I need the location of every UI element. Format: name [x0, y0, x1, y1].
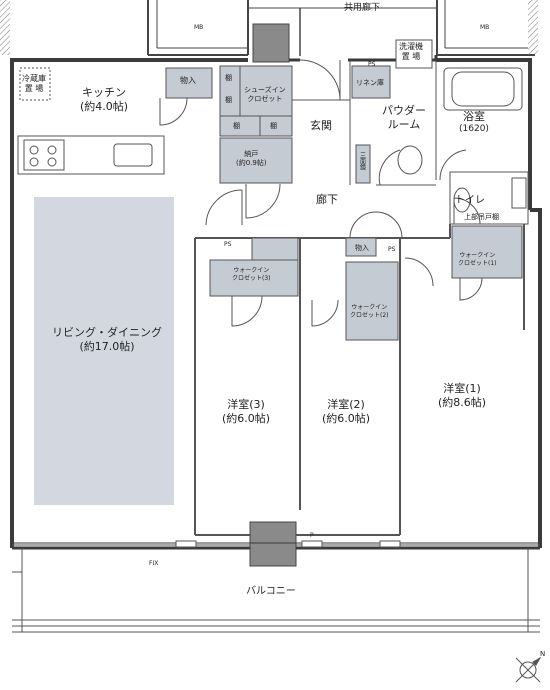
shelf-label-1: 棚 [225, 74, 232, 82]
room2-label: 洋室(2)(約6.0帖) [322, 398, 371, 425]
entrance-lines [292, 59, 351, 185]
room-doors [231, 257, 483, 327]
living-floor-tint [34, 197, 174, 505]
toilet-label: トイレ [455, 195, 485, 206]
balcony [12, 548, 540, 633]
fix-label: FIX [149, 560, 159, 567]
entrance-label: 玄関 [310, 119, 332, 132]
hallway-label: 廊下 [316, 193, 338, 206]
kitchen-label: キッチン(約4.0帖) [80, 86, 129, 113]
upper-cabinet-label: 上部吊戸棚 [464, 213, 499, 221]
wic-blocks [209, 225, 523, 341]
pillar-top [252, 23, 290, 63]
mb-right-label: MB [480, 24, 490, 31]
shoe-closet-block [219, 65, 293, 184]
corridor-label: 共用廊下 [344, 3, 381, 13]
kitchen-fixtures [17, 67, 213, 175]
room3-label: 洋室(3)(約6.0帖) [222, 398, 271, 425]
laundry-label: 洗濯機置 場 [399, 42, 423, 61]
nando-label: 納戸(約0.9帖) [236, 150, 267, 167]
fridge-label: 冷蔵庫置 場 [22, 74, 46, 93]
compass-icon [515, 656, 542, 683]
ps-mid-left-label: PS [224, 241, 232, 248]
ps-mid-right-label: PS [388, 246, 396, 253]
ps-top-label: PS [368, 61, 376, 68]
shelf-label-2: 棚 [225, 96, 232, 104]
shelf-label-3: 棚 [233, 122, 240, 130]
living-dining-label: リビング・ダイニング(約17.0帖) [52, 326, 162, 353]
powder-room-label: パウダールーム [382, 104, 426, 131]
three-mirror-label: 三面鏡 [358, 152, 366, 170]
bath-label: 浴室(1620) [459, 110, 489, 134]
storage-kitchen-label: 物入 [180, 76, 196, 85]
window-line [12, 540, 540, 548]
wic2-label: ウォークインクロゼット(2) [350, 304, 389, 319]
linen-label: リネン庫 [356, 79, 384, 87]
wet-area [351, 39, 523, 186]
balcony-label: バルコニー [246, 586, 296, 597]
compass-label: N [540, 650, 546, 658]
toilet-area [449, 171, 529, 225]
shoe-closet-label: シューズインクロゼット [244, 86, 286, 103]
room1-label: 洋室(1)(約8.6帖) [438, 382, 487, 409]
pillar-bottom [249, 521, 297, 567]
storage-mid-label: 物入 [355, 244, 369, 252]
shelf-label-4: 棚 [270, 122, 277, 130]
wic3-label: ウォークインクロゼット(3) [232, 267, 271, 282]
neighbour-walls [0, 0, 538, 56]
p-mark-label: P [310, 532, 314, 539]
mb-left-label: MB [194, 24, 204, 31]
hallway-doors [205, 183, 403, 239]
wic1-label: ウォークインクロゼット(1) [458, 252, 497, 267]
